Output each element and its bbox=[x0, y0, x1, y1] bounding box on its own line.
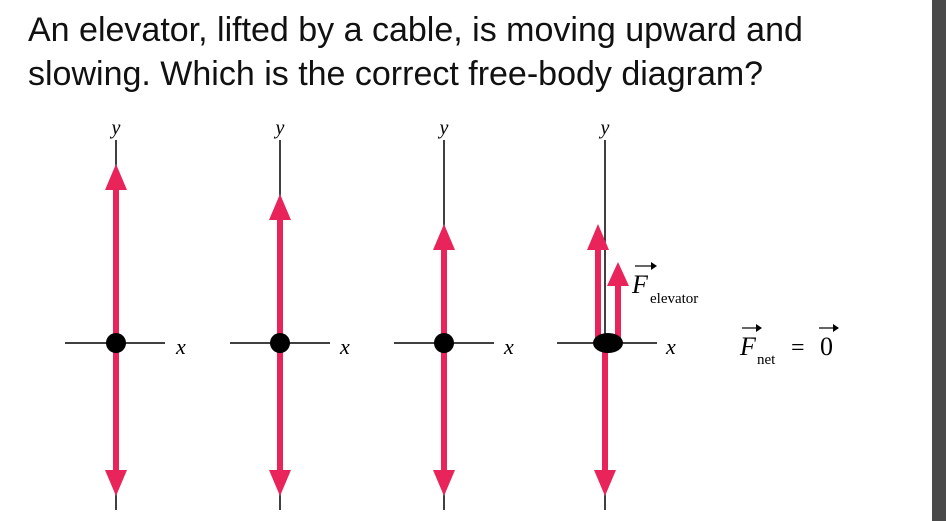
point-mass bbox=[106, 333, 126, 353]
question-text: An elevator, lifted by a cable, is movin… bbox=[28, 11, 803, 93]
arrowhead-up bbox=[607, 262, 629, 286]
arrowhead-down bbox=[105, 470, 127, 496]
arrowhead-up bbox=[269, 194, 291, 220]
force-symbol: F bbox=[631, 270, 649, 299]
y-axis-label: y bbox=[110, 117, 121, 139]
net-force-equation: F net = 0 bbox=[739, 324, 839, 368]
arrowhead-down bbox=[433, 470, 455, 496]
y-axis-label: y bbox=[438, 117, 449, 139]
vector-arrowhead-icon bbox=[756, 324, 762, 332]
point-mass bbox=[270, 333, 290, 353]
net-force-symbol: F bbox=[739, 332, 757, 361]
vector-arrowhead-icon bbox=[651, 262, 657, 270]
arrowhead-down bbox=[594, 470, 616, 496]
point-mass bbox=[434, 333, 454, 353]
equals-sign: = bbox=[791, 335, 805, 361]
arrowhead-up bbox=[587, 224, 609, 250]
side-bar bbox=[932, 0, 946, 521]
diagram-a: y x bbox=[65, 117, 186, 510]
diagram-b: y x bbox=[230, 117, 350, 510]
arrowhead-up bbox=[433, 224, 455, 250]
x-axis-label: x bbox=[175, 334, 186, 359]
x-axis-label: x bbox=[339, 334, 350, 359]
y-axis-label: y bbox=[599, 117, 610, 139]
point-mass bbox=[593, 333, 623, 353]
force-elevator-label: F elevator bbox=[631, 262, 698, 307]
y-axis-label: y bbox=[274, 117, 285, 139]
net-force-subscript: net bbox=[757, 352, 776, 368]
arrowhead-up bbox=[105, 164, 127, 190]
x-axis-label: x bbox=[665, 334, 676, 359]
vector-arrowhead-icon bbox=[833, 324, 839, 332]
zero-vector: 0 bbox=[820, 332, 833, 361]
x-axis-label: x bbox=[503, 334, 514, 359]
diagram-d: y x F elevator bbox=[557, 117, 698, 510]
arrowhead-down bbox=[269, 470, 291, 496]
diagram-c: y x bbox=[394, 117, 514, 510]
force-subscript: elevator bbox=[650, 291, 698, 307]
